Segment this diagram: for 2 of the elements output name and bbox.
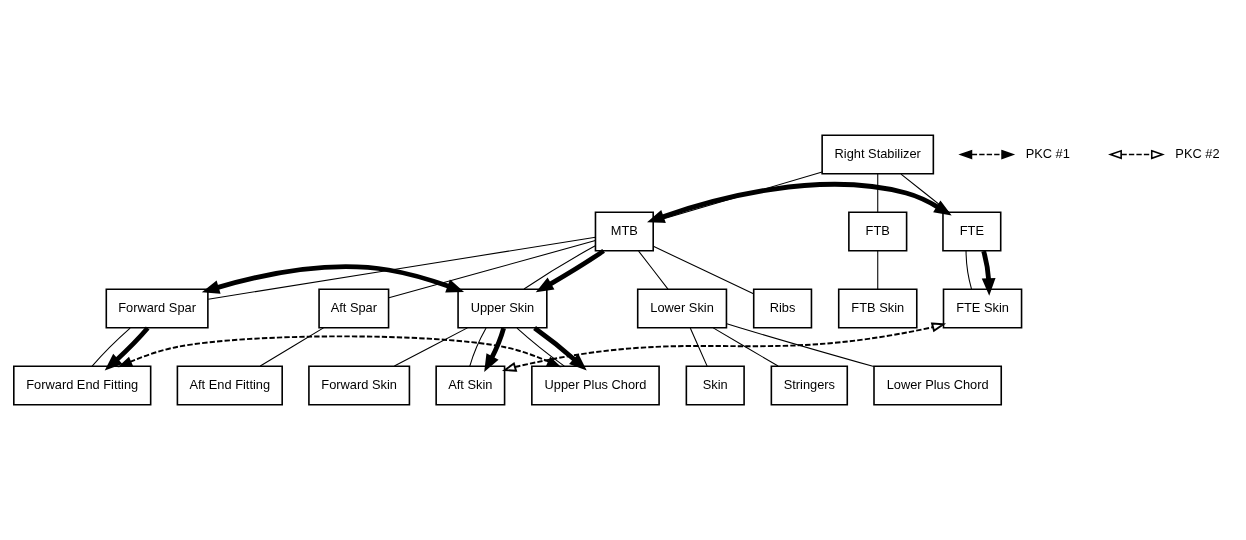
legend-label: PKC #1	[1025, 145, 1070, 161]
legend-label: PKC #2	[1175, 145, 1220, 161]
